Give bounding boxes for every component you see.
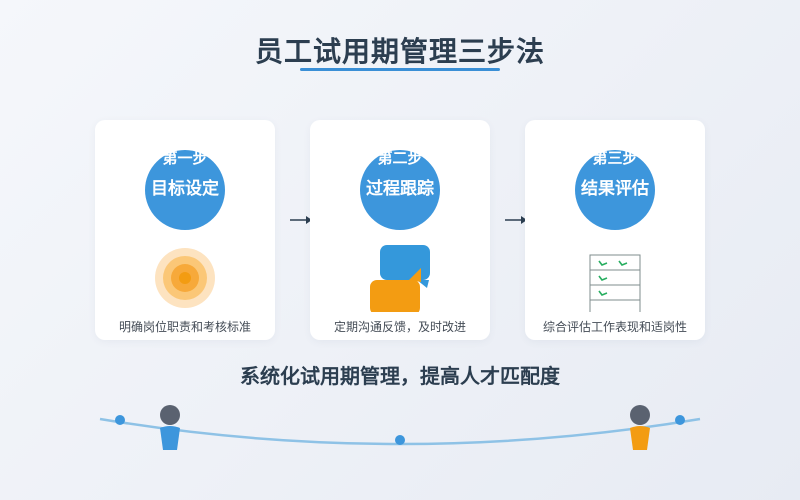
step-description-2: 定期沟通反馈，及时改进 bbox=[333, 320, 466, 334]
bottom-decoration bbox=[99, 405, 701, 450]
person-right-icon bbox=[630, 405, 650, 450]
step-name-1: 目标设定 bbox=[151, 179, 219, 199]
arrow-right-icon bbox=[290, 216, 312, 224]
arrow-right-icon bbox=[505, 216, 527, 224]
title-underline bbox=[300, 68, 500, 71]
page-title: 员工试用期管理三步法 bbox=[254, 35, 545, 68]
step-name-3: 结果评估 bbox=[581, 179, 649, 199]
step-badge-1: 第一步 目标设定 bbox=[145, 149, 225, 230]
step-card-2: 第二步 过程跟踪 定期沟通反馈，及时改进 bbox=[310, 120, 490, 340]
step-description-1: 明确岗位职责和考核标准 bbox=[118, 320, 251, 334]
step-label-2: 第二步 bbox=[377, 149, 423, 167]
step-card-1: 第一步 目标设定 明确岗位职责和考核标准 bbox=[95, 120, 275, 340]
step-description-3: 综合评估工作表现和适岗性 bbox=[542, 320, 687, 334]
curve-dot bbox=[395, 435, 405, 445]
step-label-1: 第一步 bbox=[162, 149, 208, 167]
step-badge-2: 第二步 过程跟踪 bbox=[360, 149, 440, 230]
step-label-3: 第三步 bbox=[592, 149, 638, 167]
curve-dot bbox=[675, 415, 685, 425]
person-left-icon bbox=[160, 405, 180, 450]
step-badge-3: 第三步 结果评估 bbox=[575, 149, 655, 230]
summary-text: 系统化试用期管理，提高人才匹配度 bbox=[240, 364, 560, 388]
chat-bubbles-icon bbox=[370, 245, 430, 312]
step-name-2: 过程跟踪 bbox=[366, 179, 434, 199]
curve-dot bbox=[115, 415, 125, 425]
checklist-icon bbox=[589, 254, 641, 312]
step-card-3: 第三步 结果评估 综合评估工作表现和适岗性 bbox=[525, 120, 705, 340]
target-icon bbox=[155, 248, 215, 308]
